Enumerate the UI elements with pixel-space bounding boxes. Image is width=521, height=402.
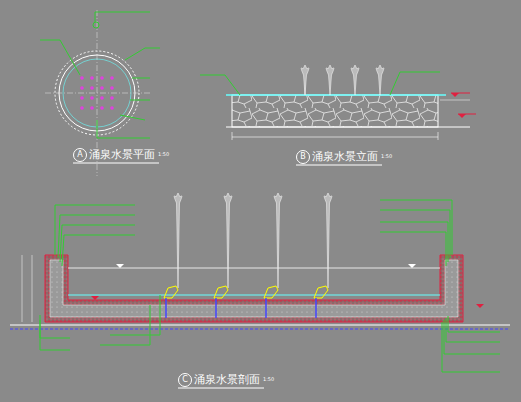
nozzle-dot <box>90 106 94 110</box>
section-view <box>10 193 510 372</box>
pipe <box>265 298 267 318</box>
water-jet <box>351 65 359 95</box>
nozzle-dot <box>110 86 114 90</box>
nozzle-dot <box>100 106 104 110</box>
water-jet <box>224 193 232 288</box>
view-letter: C <box>178 373 192 387</box>
nozzle-dot <box>100 86 104 90</box>
nozzle-dot <box>110 106 114 110</box>
water-jet <box>174 193 182 288</box>
view-scale: 1:50 <box>263 377 274 382</box>
nozzle-fitting <box>314 286 328 298</box>
nozzle-dot <box>110 96 114 100</box>
water-jet <box>326 65 334 95</box>
nozzle-dot <box>80 96 84 100</box>
nozzle-dot <box>90 86 94 90</box>
nozzle-dot <box>110 76 114 80</box>
title-underline <box>296 165 382 166</box>
nozzle-fitting <box>164 286 178 298</box>
view-scale: 1:50 <box>158 152 169 157</box>
title-underline <box>178 388 264 389</box>
title-underline <box>73 163 159 164</box>
view-scale: 1:50 <box>381 154 392 159</box>
water-jet <box>301 65 309 95</box>
pipe <box>215 298 217 318</box>
pipe <box>315 298 317 318</box>
elevation-view <box>200 65 476 140</box>
plan-view <box>40 10 160 176</box>
nozzle-dot <box>100 96 104 100</box>
view-letter: A <box>73 148 87 162</box>
nozzle-dot <box>100 76 104 80</box>
pipe <box>165 298 167 318</box>
nozzle-dot <box>90 96 94 100</box>
nozzle-dot <box>90 76 94 80</box>
nozzle-dot <box>80 76 84 80</box>
water-jet <box>324 193 332 288</box>
nozzle-fitting <box>214 286 228 298</box>
view-title: 涌泉水景剖面 <box>194 374 260 385</box>
water-jet <box>274 193 282 288</box>
view-title: 涌泉水景平面 <box>89 149 155 160</box>
nozzle-fitting <box>264 286 278 298</box>
nozzle-dot <box>80 86 84 90</box>
view-letter: B <box>296 150 310 164</box>
nozzle-dot <box>80 106 84 110</box>
water-jet <box>376 65 384 95</box>
view-title: 涌泉水景立面 <box>312 151 378 162</box>
